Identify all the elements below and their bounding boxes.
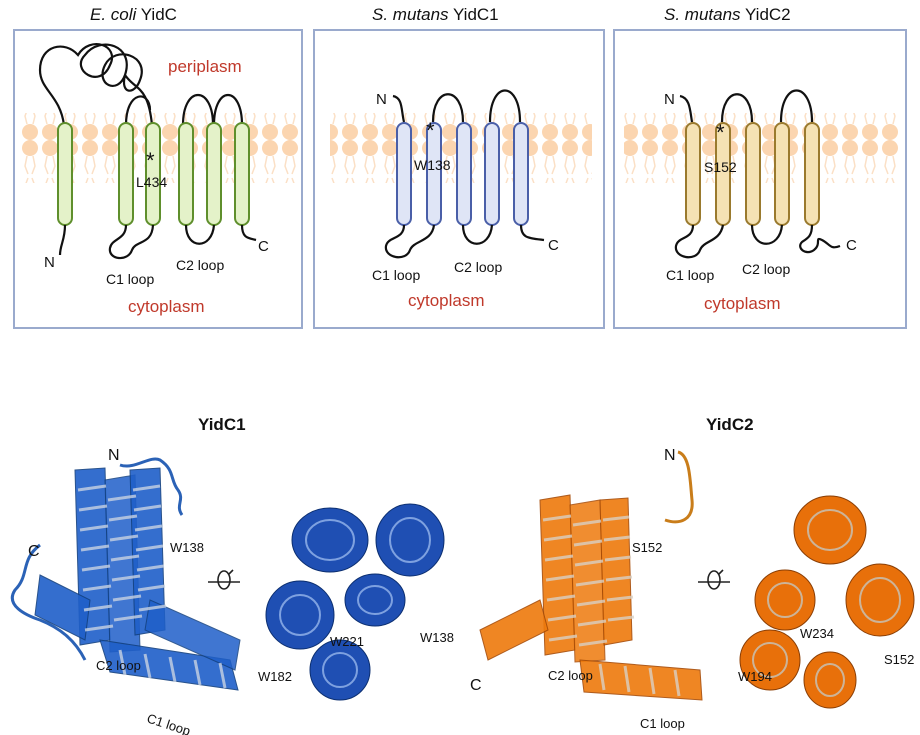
panel-frame (13, 29, 303, 329)
periplasmic-loop (38, 43, 154, 126)
tm-helix-4 (178, 122, 194, 226)
loop-p3 (779, 89, 814, 123)
helix-stripes (542, 514, 681, 697)
top-residue-3: W138 (420, 630, 454, 645)
tm-helix-1 (57, 122, 73, 226)
top-residue-2: W221 (330, 634, 364, 649)
c2-loop-label: C2 loop (454, 259, 502, 275)
residue-label: W138 (414, 157, 451, 173)
residue-label: S152 (704, 159, 737, 175)
c2-loop-label: C2 loop (548, 668, 593, 683)
cytoplasm-label: cytoplasm (408, 291, 485, 310)
residue-label: L434 (136, 174, 167, 190)
c1-loop-label: C1 loop (640, 716, 685, 731)
top-residue-2: W234 (800, 626, 834, 641)
top-view-helices (265, 503, 445, 701)
c2-loop (461, 224, 494, 245)
tm-helix-5 (206, 122, 222, 226)
mutation-star: * (716, 120, 725, 145)
c1-loop (674, 224, 725, 259)
c-terminus-tail (799, 224, 841, 254)
c-terminus-tail (240, 224, 257, 242)
c1-loop-label: C1 loop (145, 711, 192, 735)
n-terminus-tail (392, 94, 406, 123)
structure-yidc1: YidC1 N C W138 C2 loop C1 loop (11, 415, 454, 735)
top-residue-3: S152 (884, 652, 914, 667)
loop-p3 (181, 94, 215, 126)
panel-title-yidc2: S. mutans YidC2 (664, 5, 791, 24)
c2-loop-label: C2 loop (96, 658, 141, 673)
tm-helix-2 (118, 122, 134, 226)
n-terminus-tail (58, 224, 67, 256)
c1-loop-label: C1 loop (106, 271, 154, 287)
loop-p3 (488, 89, 522, 123)
residue-label: W138 (170, 540, 204, 555)
mutation-star: * (426, 118, 435, 143)
tm-helix-3 (456, 122, 472, 226)
loop-p2 (431, 93, 465, 123)
n-terminus-label: N (376, 91, 387, 108)
tm-helix-1 (396, 122, 412, 226)
c-terminus-label: C (548, 237, 559, 254)
tm-helix-4 (484, 122, 500, 226)
tm-helix-5 (513, 122, 529, 226)
n-terminal-coil (664, 450, 694, 524)
c1-loop-label: C1 loop (372, 267, 420, 283)
c2-loop-label: C2 loop (176, 257, 224, 273)
tm-helix-6 (234, 122, 250, 226)
n-terminus-label: N (664, 91, 675, 108)
c-terminus-label: C (846, 237, 857, 254)
panel-frame (613, 29, 907, 329)
c1-loop-label: C1 loop (666, 267, 714, 283)
c-terminus-label: C (470, 677, 482, 694)
panel-yidc2: S. mutans YidC2 N * S152 C C1 loop C2 lo… (613, 5, 907, 329)
n-terminus-label: N (108, 447, 120, 464)
rotation-icon (208, 569, 240, 590)
top-view-helices (739, 495, 915, 709)
residue-label: S152 (632, 540, 662, 555)
loop-p2 (720, 93, 754, 123)
c-terminal-coil (11, 543, 87, 661)
c-terminus-tail (519, 224, 545, 242)
c2-loop (184, 224, 216, 245)
top-residue-1: W194 (738, 669, 772, 684)
tm-helix-4 (774, 122, 790, 226)
tm-helix-3 (745, 122, 761, 226)
cytoplasm-label: cytoplasm (704, 294, 781, 313)
n-terminus-label: N (664, 447, 676, 464)
structure-yidc2: YidC2 N C S152 C2 loop C1 loop (470, 415, 915, 731)
cytoplasm-label: cytoplasm (128, 297, 205, 316)
panel-ecoli: E. coli YidC periplasm * L434 N C C1 loo… (13, 5, 303, 329)
tm-helix-5 (804, 122, 820, 226)
top-residue-1: W182 (258, 669, 292, 684)
mutation-star: * (146, 148, 155, 173)
rotation-icon (698, 569, 730, 590)
c-terminus-label: C (28, 543, 40, 560)
c2-loop-label: C2 loop (742, 261, 790, 277)
panel-frame (313, 29, 605, 329)
c2-loop (750, 224, 784, 245)
c1-loop (108, 224, 155, 260)
panel-title-yidc1: S. mutans YidC1 (372, 5, 499, 24)
panel-title-ecoli: E. coli YidC (90, 5, 177, 24)
loop-p2 (124, 95, 152, 126)
structure-title-yidc2: YidC2 (706, 415, 754, 434)
c-terminus-label: C (258, 238, 269, 255)
n-terminus-tail (679, 94, 694, 123)
periplasm-label: periplasm (168, 57, 242, 76)
membrane-bilayer (624, 113, 902, 183)
c1-loop (384, 224, 436, 259)
n-terminal-coil (119, 457, 184, 516)
panel-yidc1: S. mutans YidC1 N * W138 C C1 loop C2 lo… (313, 5, 605, 329)
helix-stripes (77, 484, 227, 689)
tm-helix-1 (685, 122, 701, 226)
top-view-rings (752, 509, 901, 697)
loop-p4 (212, 94, 244, 126)
n-terminus-label: N (44, 254, 55, 271)
structure-title-yidc1: YidC1 (198, 415, 246, 434)
top-view-rings (279, 517, 431, 688)
